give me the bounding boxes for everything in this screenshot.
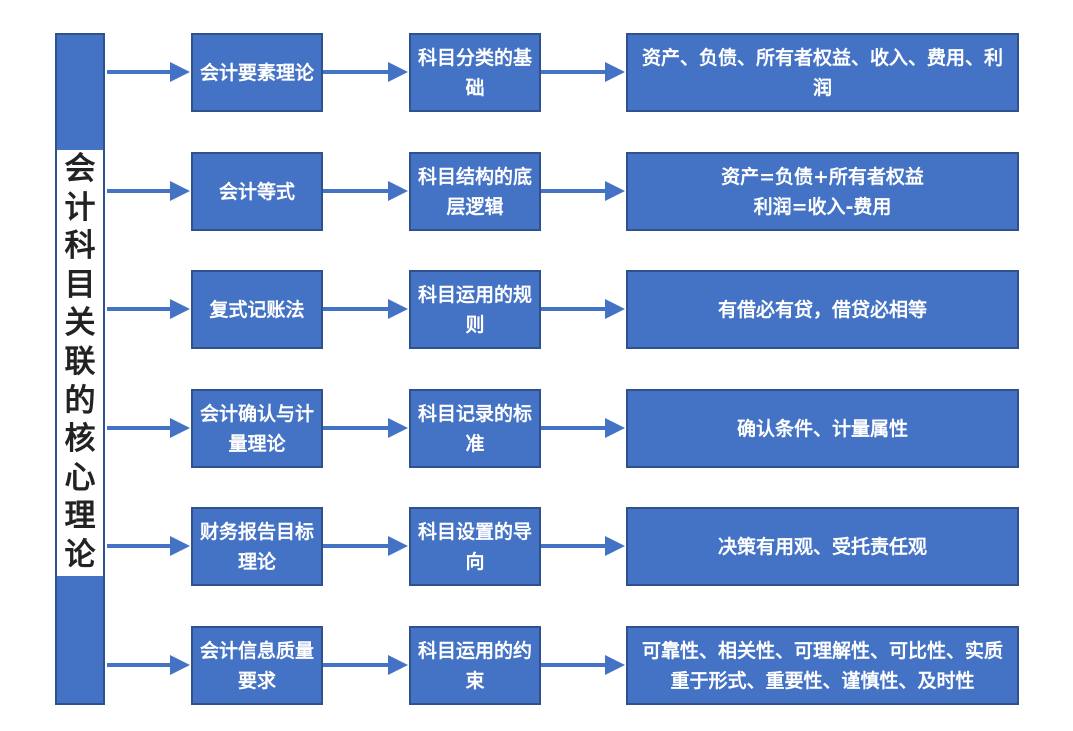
role-box: 科目运用的规则: [409, 270, 541, 349]
arrow-role-to-content: [541, 299, 625, 319]
arrow-root-to-theory: [107, 299, 190, 319]
role-box: 科目分类的基础: [409, 33, 541, 112]
arrow-root-to-theory: [107, 536, 190, 556]
arrow-theory-to-role: [323, 299, 408, 319]
root-title: 会计科目关联的核心理论: [57, 150, 103, 576]
theory-box-label: 财务报告目标理论: [199, 520, 314, 573]
content-box-label: 资产、负债、所有者权益、收入、费用、利润: [641, 46, 1003, 99]
content-box-label: 可靠性、相关性、可理解性、可比性、实质重于形式、重要性、谨慎性、及时性: [641, 639, 1003, 692]
role-box: 科目记录的标准: [409, 389, 541, 468]
role-box-label: 科目设置的导向: [417, 520, 532, 573]
role-box-label: 科目运用的约束: [417, 639, 532, 692]
arrow-root-to-theory: [107, 62, 190, 82]
role-box: 科目设置的导向: [409, 507, 541, 586]
arrow-role-to-content: [541, 62, 625, 82]
content-box-label: 确认条件、计量属性: [736, 417, 908, 440]
role-box-label: 科目记录的标准: [417, 402, 532, 455]
theory-box: 复式记账法: [191, 270, 323, 349]
content-box: 有借必有贷，借贷必相等: [626, 270, 1019, 349]
role-box: 科目运用的约束: [409, 626, 541, 705]
content-box-label: 有借必有贷，借贷必相等: [717, 298, 927, 321]
theory-box-label: 会计要素理论: [199, 61, 314, 84]
content-box: 决策有用观、受托责任观: [626, 507, 1019, 586]
arrow-root-to-theory: [107, 418, 190, 438]
content-box: 确认条件、计量属性: [626, 389, 1019, 468]
arrow-root-to-theory: [107, 655, 190, 675]
theory-box: 会计确认与计量理论: [191, 389, 323, 468]
arrow-role-to-content: [541, 655, 625, 675]
theory-box: 会计等式: [191, 152, 323, 231]
role-box-label: 科目结构的底层逻辑: [417, 165, 532, 218]
arrow-role-to-content: [541, 536, 625, 556]
content-box-label: 决策有用观、受托责任观: [717, 535, 927, 558]
arrow-theory-to-role: [323, 181, 408, 201]
theory-box: 会计信息质量要求: [191, 626, 323, 705]
role-box-label: 科目分类的基础: [417, 46, 532, 99]
arrow-theory-to-role: [323, 418, 408, 438]
arrow-role-to-content: [541, 418, 625, 438]
content-box: 资产、负债、所有者权益、收入、费用、利润: [626, 33, 1019, 112]
theory-box: 财务报告目标理论: [191, 507, 323, 586]
role-box: 科目结构的底层逻辑: [409, 152, 541, 231]
theory-box-label: 复式记账法: [209, 298, 305, 321]
theory-box-label: 会计信息质量要求: [199, 639, 314, 692]
role-box-label: 科目运用的规则: [417, 283, 532, 336]
content-box: 资产=负债+所有者权益 利润=收入-费用: [626, 152, 1019, 231]
arrow-role-to-content: [541, 181, 625, 201]
theory-box-label: 会计等式: [218, 180, 295, 203]
theory-box: 会计要素理论: [191, 33, 323, 112]
arrow-theory-to-role: [323, 62, 408, 82]
content-box-label: 资产=负债+所有者权益 利润=收入-费用: [721, 165, 924, 218]
content-box: 可靠性、相关性、可理解性、可比性、实质重于形式、重要性、谨慎性、及时性: [626, 626, 1019, 705]
arrow-theory-to-role: [323, 536, 408, 556]
arrow-root-to-theory: [107, 181, 190, 201]
theory-box-label: 会计确认与计量理论: [199, 402, 314, 455]
arrow-theory-to-role: [323, 655, 408, 675]
